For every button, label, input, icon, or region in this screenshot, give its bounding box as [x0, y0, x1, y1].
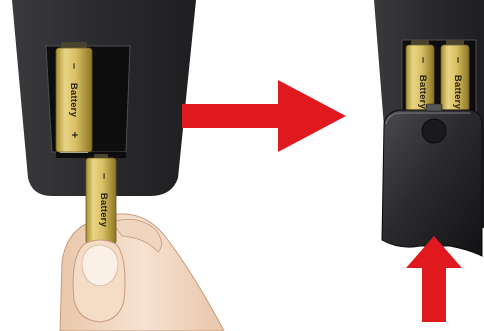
- battery-cover: [382, 104, 482, 256]
- battery-minus-sign: –: [68, 63, 80, 69]
- cover-notch: [422, 119, 446, 143]
- hand-thumb: [73, 240, 125, 322]
- battery-label: Battery: [68, 83, 79, 118]
- up-arrow-icon: [406, 236, 462, 322]
- battery-minus-sign: –: [98, 173, 110, 179]
- held-battery: – Battery: [86, 154, 116, 244]
- battery-minus-sign: –: [452, 57, 464, 63]
- cover-latch: [426, 104, 442, 111]
- battery-label: Battery: [452, 75, 463, 110]
- battery-plus-sign: +: [68, 132, 80, 138]
- right-battery-b: – Battery: [441, 40, 469, 117]
- thumbnail: [82, 245, 118, 286]
- right-arrow-icon: [182, 80, 346, 152]
- battery-label: Battery: [98, 193, 109, 228]
- battery-minus-sign: –: [417, 57, 429, 63]
- left-seated-battery: – Battery +: [56, 42, 92, 152]
